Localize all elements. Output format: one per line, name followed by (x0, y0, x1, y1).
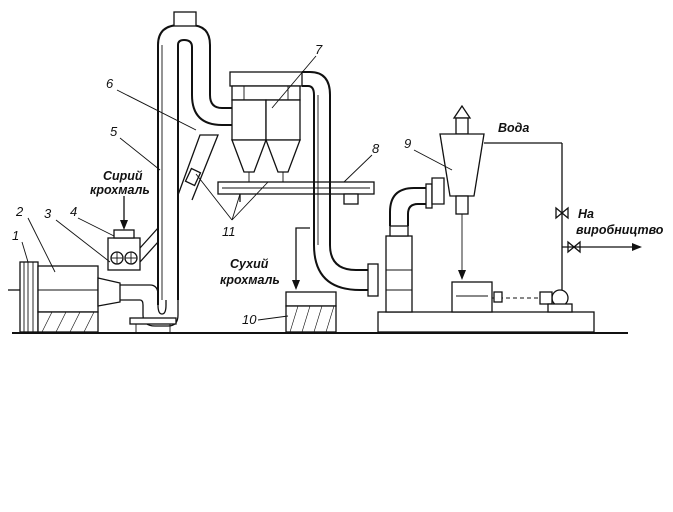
hot-air-duct (120, 284, 179, 332)
callout-5: 5 (110, 124, 118, 139)
feeder-3-4 (107, 227, 159, 271)
callout-1: 1 (12, 228, 19, 243)
scrubber-9 (431, 104, 562, 280)
label-water: Вода (498, 121, 529, 135)
callout-leaders (21, 55, 453, 321)
callout-11: 11 (222, 224, 236, 239)
cyclones-7 (229, 71, 303, 182)
settler-and-pump (451, 281, 573, 313)
label-to-production-1: На (578, 207, 594, 221)
dryer-pipe-5 (157, 11, 211, 305)
label-raw-starch-2: крохмаль (90, 183, 150, 197)
heater-2 (37, 265, 121, 333)
water-line (555, 143, 642, 290)
dry-starch-chute (292, 227, 310, 290)
raw-starch-arrow (120, 196, 128, 230)
conveyor-8 (217, 181, 375, 205)
callout-2: 2 (15, 204, 24, 219)
pipe-6 (177, 94, 232, 201)
callout-9: 9 (404, 136, 411, 151)
label-raw-starch-1: Сирий (103, 169, 143, 183)
callout-3: 3 (44, 206, 52, 221)
callout-8: 8 (372, 141, 380, 156)
label-to-production-2: виробництво (576, 223, 664, 237)
callout-10: 10 (242, 312, 257, 327)
exhaust-pipe (302, 71, 379, 297)
callout-4: 4 (70, 204, 77, 219)
fan-unit (377, 183, 595, 333)
callout-6: 6 (106, 76, 114, 91)
label-dry-starch-2: крохмаль (220, 273, 280, 287)
callout-7: 7 (315, 42, 323, 57)
bin-10 (285, 291, 337, 333)
label-dry-starch-1: Сухий (230, 257, 269, 271)
air-filter-1 (8, 261, 39, 333)
